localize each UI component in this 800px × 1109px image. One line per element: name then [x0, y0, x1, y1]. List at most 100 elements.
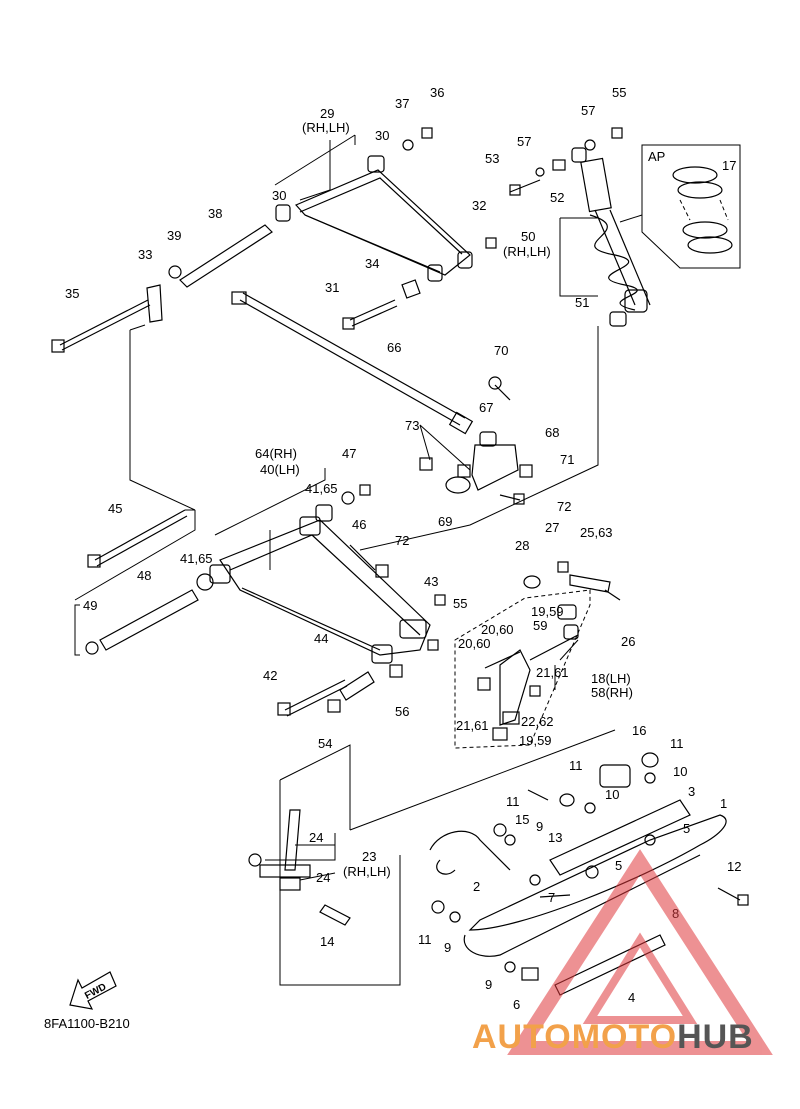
watermark-part2: HUB — [677, 1018, 754, 1056]
callout: 51 — [575, 295, 589, 310]
callout: 45 — [108, 501, 122, 516]
callout: 59 — [533, 618, 547, 633]
callout: 4 — [628, 990, 635, 1005]
upper-arm-hardware — [51, 127, 497, 353]
callout: 17 — [722, 158, 736, 173]
callout: 41,65 — [180, 551, 213, 566]
lower-a-arm — [209, 516, 431, 664]
callout: 56 — [395, 704, 409, 719]
callout: 12 — [727, 859, 741, 874]
callout: 55 — [453, 596, 467, 611]
callout: 29 — [320, 106, 334, 121]
callout: 5 — [683, 821, 690, 836]
diagram-doc-id: 8FA1100-B210 — [44, 1016, 130, 1031]
callout: 11 — [569, 758, 583, 773]
callout: 26 — [621, 634, 635, 649]
watermark-part1: AUTOMOTO — [472, 1018, 678, 1056]
callout: 47 — [342, 446, 356, 461]
callout: 9 — [444, 940, 451, 955]
callout: 48 — [137, 568, 151, 583]
lower-arm-hardware — [85, 484, 446, 717]
stabilizer-rod — [231, 291, 474, 435]
callout: 57 — [581, 103, 595, 118]
callout: 15 — [515, 812, 529, 827]
callout: 43 — [424, 574, 438, 589]
callout: 36 — [430, 85, 444, 100]
callout: 16 — [632, 723, 646, 738]
callout: 9 — [485, 977, 492, 992]
callout: 1 — [720, 796, 727, 811]
callout: 7 — [548, 890, 555, 905]
fwd-arrow-icon: FWD — [69, 971, 117, 1010]
watermark-text: AUTOMOTOHUB — [472, 1018, 754, 1057]
callout: 23 — [362, 849, 376, 864]
callout: 32 — [472, 198, 486, 213]
callout: (RH,LH) — [503, 244, 551, 259]
callout: 28 — [515, 538, 529, 553]
ski-assembly — [429, 752, 749, 996]
steering-spindle — [454, 561, 621, 749]
callout: 52 — [550, 190, 564, 205]
callout: 57 — [517, 134, 531, 149]
callout: 11 — [418, 932, 432, 947]
ski-column — [248, 809, 351, 926]
callout: 41,65 — [305, 481, 338, 496]
callout: 70 — [494, 343, 508, 358]
callout: 53 — [485, 151, 499, 166]
callout: 50 — [521, 229, 535, 244]
callout: 72 — [557, 499, 571, 514]
callout: 44 — [314, 631, 328, 646]
callout: 46 — [352, 517, 366, 532]
callout: 38 — [208, 206, 222, 221]
spring-inset-box — [641, 144, 741, 269]
callout: 34 — [365, 256, 379, 271]
callout: 69 — [438, 514, 452, 529]
upper-a-arm — [275, 155, 473, 282]
callout: 66 — [387, 340, 401, 355]
callout: 10 — [605, 787, 619, 802]
callout: 33 — [138, 247, 152, 262]
callout: 5 — [615, 858, 622, 873]
callout: 11 — [506, 794, 520, 809]
callout: 11 — [670, 736, 684, 751]
callout: 19,59 — [531, 604, 564, 619]
callout: 3 — [688, 784, 695, 799]
callout: 20,60 — [458, 636, 491, 651]
callout: 37 — [395, 96, 409, 111]
callout: 2 — [473, 879, 480, 894]
callout: 31 — [325, 280, 339, 295]
shock-absorber — [509, 127, 651, 327]
callout: 22,62 — [521, 714, 554, 729]
callout: 18(LH) — [591, 671, 631, 686]
callout: 24 — [316, 870, 330, 885]
callout: 20,60 — [481, 622, 514, 637]
callout: 68 — [545, 425, 559, 440]
callout: 25,63 — [580, 525, 613, 540]
callout: 35 — [65, 286, 79, 301]
watermark-logo-icon — [507, 849, 773, 1055]
callout: 13 — [548, 830, 562, 845]
callout-labels: 36 37 29 (RH,LH) 30 57 55 53 57 52 AP 17… — [65, 85, 741, 1012]
callout: 6 — [513, 997, 520, 1012]
callout: 21,61 — [536, 665, 569, 680]
callout: 19,59 — [519, 733, 552, 748]
callout: 67 — [479, 400, 493, 415]
callout: 40(LH) — [260, 462, 300, 477]
callout: 24 — [309, 830, 323, 845]
callout: 58(RH) — [591, 685, 633, 700]
callout: (RH,LH) — [343, 864, 391, 879]
stabilizer-link — [419, 376, 533, 505]
callout: 9 — [536, 819, 543, 834]
callout: 71 — [560, 452, 574, 467]
guide-lines — [74, 134, 643, 986]
callout: 55 — [612, 85, 626, 100]
callout: 27 — [545, 520, 559, 535]
callout: (RH,LH) — [302, 120, 350, 135]
callout: 72 — [395, 533, 409, 548]
inset-label: AP — [648, 149, 665, 164]
callout: 39 — [167, 228, 181, 243]
callout: 14 — [320, 934, 334, 949]
callout: 73 — [405, 418, 419, 433]
